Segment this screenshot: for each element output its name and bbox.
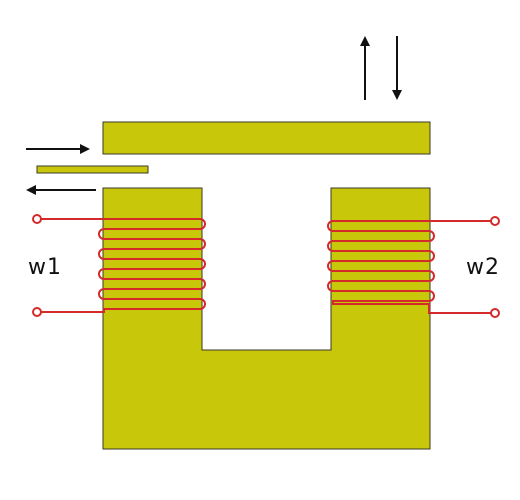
u-core: [102, 187, 431, 450]
coil-w1: [41, 218, 206, 313]
terminal-w1-top: [32, 214, 42, 224]
winding-w1: [32, 214, 206, 317]
terminal-w2-top: [490, 216, 500, 226]
vertical-arrows: [360, 36, 402, 100]
terminal-w1-bottom: [32, 307, 42, 317]
top-yoke: [102, 121, 431, 155]
coil-w2: [327, 220, 491, 314]
thin-plate: [36, 165, 149, 174]
label-w2: w2: [466, 255, 500, 280]
horizontal-arrows: [26, 144, 96, 195]
terminal-w2-bottom: [490, 308, 500, 318]
winding-w2: [327, 216, 500, 318]
label-w1: w1: [28, 255, 62, 280]
